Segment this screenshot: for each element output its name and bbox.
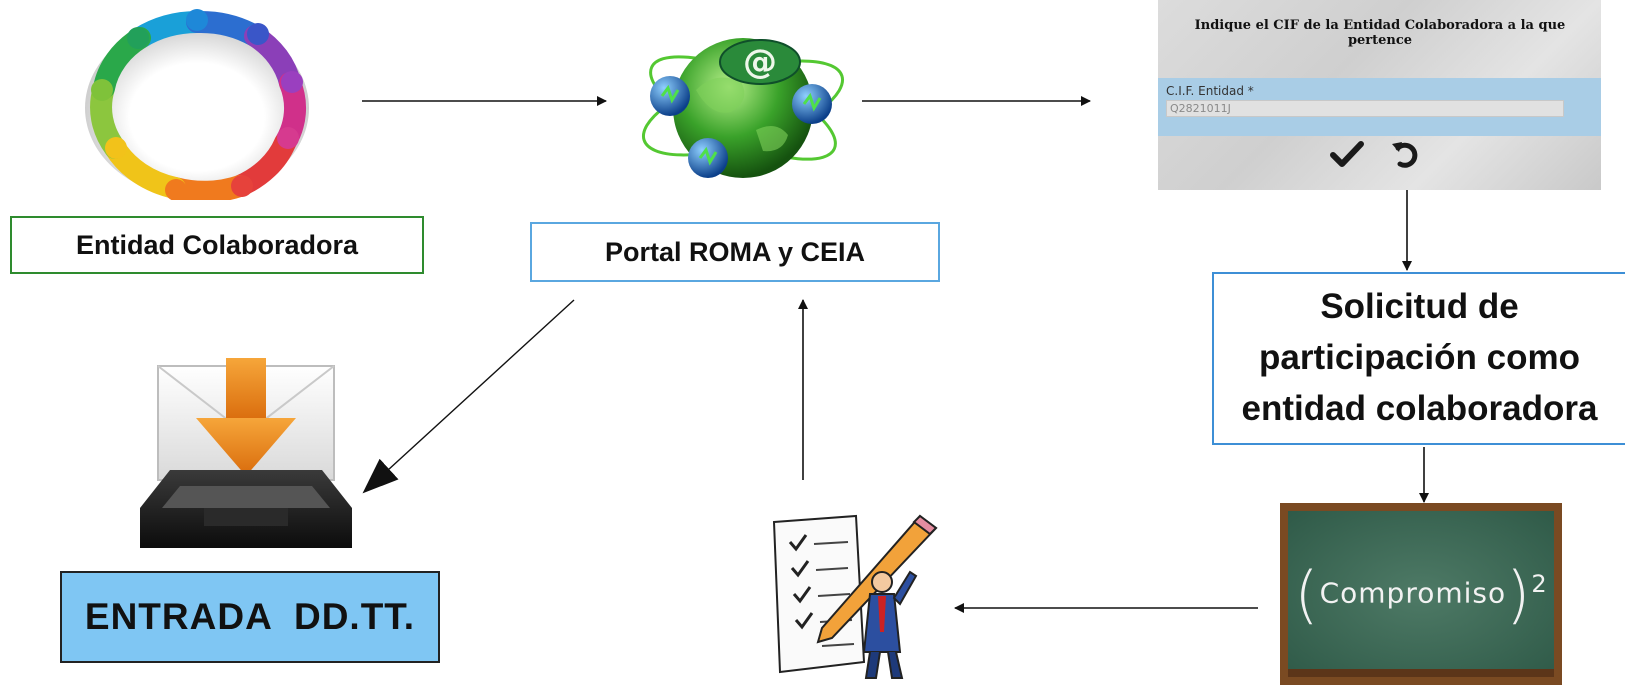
compromiso-chalkboard: (Compromiso)2 <box>1280 503 1562 685</box>
solicitud-line-1: Solicitud de <box>1320 287 1519 327</box>
solicitud-participacion-box: Solicitud de participación como entidad … <box>1212 272 1625 445</box>
svg-text:@: @ <box>743 42 777 82</box>
checklist-pencil-icon <box>772 514 938 679</box>
chalkboard-exponent: 2 <box>1531 569 1548 598</box>
chalkboard-text: (Compromiso)2 <box>1294 557 1548 631</box>
arrow-portal-to-entrada <box>362 299 575 494</box>
globe-email-icon: @ <box>641 38 845 178</box>
solicitud-line-3: entidad colaboradora <box>1241 388 1598 428</box>
people-circle-icon <box>85 9 309 200</box>
chalkboard-ledge <box>1288 669 1554 677</box>
entidad-colaboradora-box: Entidad Colaboradora <box>10 216 424 274</box>
chalkboard-word: Compromiso <box>1319 576 1507 609</box>
solicitud-line-2: participación como <box>1259 338 1580 378</box>
chalkboard-surface: (Compromiso)2 <box>1288 511 1554 677</box>
cif-field-label: C.I.F. Entidad * <box>1166 84 1254 98</box>
portal-roma-ceia-box: Portal ROMA y CEIA <box>530 222 940 282</box>
form-title: Indique el CIF de la Entidad Colaborador… <box>1194 18 1566 48</box>
inbox-download-icon <box>140 358 352 548</box>
entrada-ddtt-box: ENTRADA DD.TT. <box>60 571 440 663</box>
check-icon[interactable] <box>1330 140 1364 176</box>
cif-input[interactable]: Q2821011J <box>1166 100 1564 117</box>
undo-icon[interactable] <box>1390 138 1422 178</box>
